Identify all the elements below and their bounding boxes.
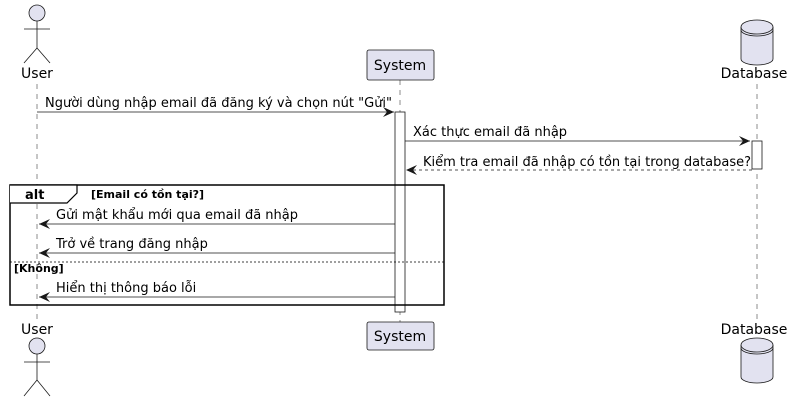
message-6-label: Hiển thị thông báo lỗi	[56, 281, 196, 296]
database-icon-bottom	[740, 337, 774, 384]
user-label-bottom: User	[21, 322, 53, 338]
system-participant-bottom	[366, 321, 435, 351]
message-2-label: Xác thực email đã nhập	[413, 125, 567, 140]
user-actor-top	[23, 4, 51, 64]
system-label-bottom: System	[374, 329, 426, 345]
user-label-top: User	[21, 66, 53, 82]
database-label-top: Database	[721, 66, 788, 82]
system-activation	[394, 111, 406, 313]
system-participant-top	[366, 49, 435, 81]
alt-condition: [Email có tồn tại?]	[91, 188, 204, 201]
database-label-bottom: Database	[721, 322, 788, 338]
message-3-label: Kiểm tra email đã nhập có tồn tại trong …	[423, 155, 751, 170]
message-1-label: Người dùng nhập email đã đăng ký và chọn…	[45, 96, 392, 111]
database-icon-top	[740, 19, 774, 66]
message-4-label: Gửi mật khẩu mới qua email đã nhập	[56, 208, 298, 223]
alt-fragment	[9, 184, 445, 306]
database-activation	[751, 140, 763, 170]
alt-else-condition: [Không]	[14, 262, 64, 275]
alt-fragment-tab	[10, 184, 78, 204]
user-actor-bottom	[23, 337, 51, 397]
alt-keyword: alt	[25, 188, 44, 203]
message-5-label: Trở về trang đăng nhập	[55, 237, 208, 252]
system-label-top: System	[374, 58, 426, 74]
